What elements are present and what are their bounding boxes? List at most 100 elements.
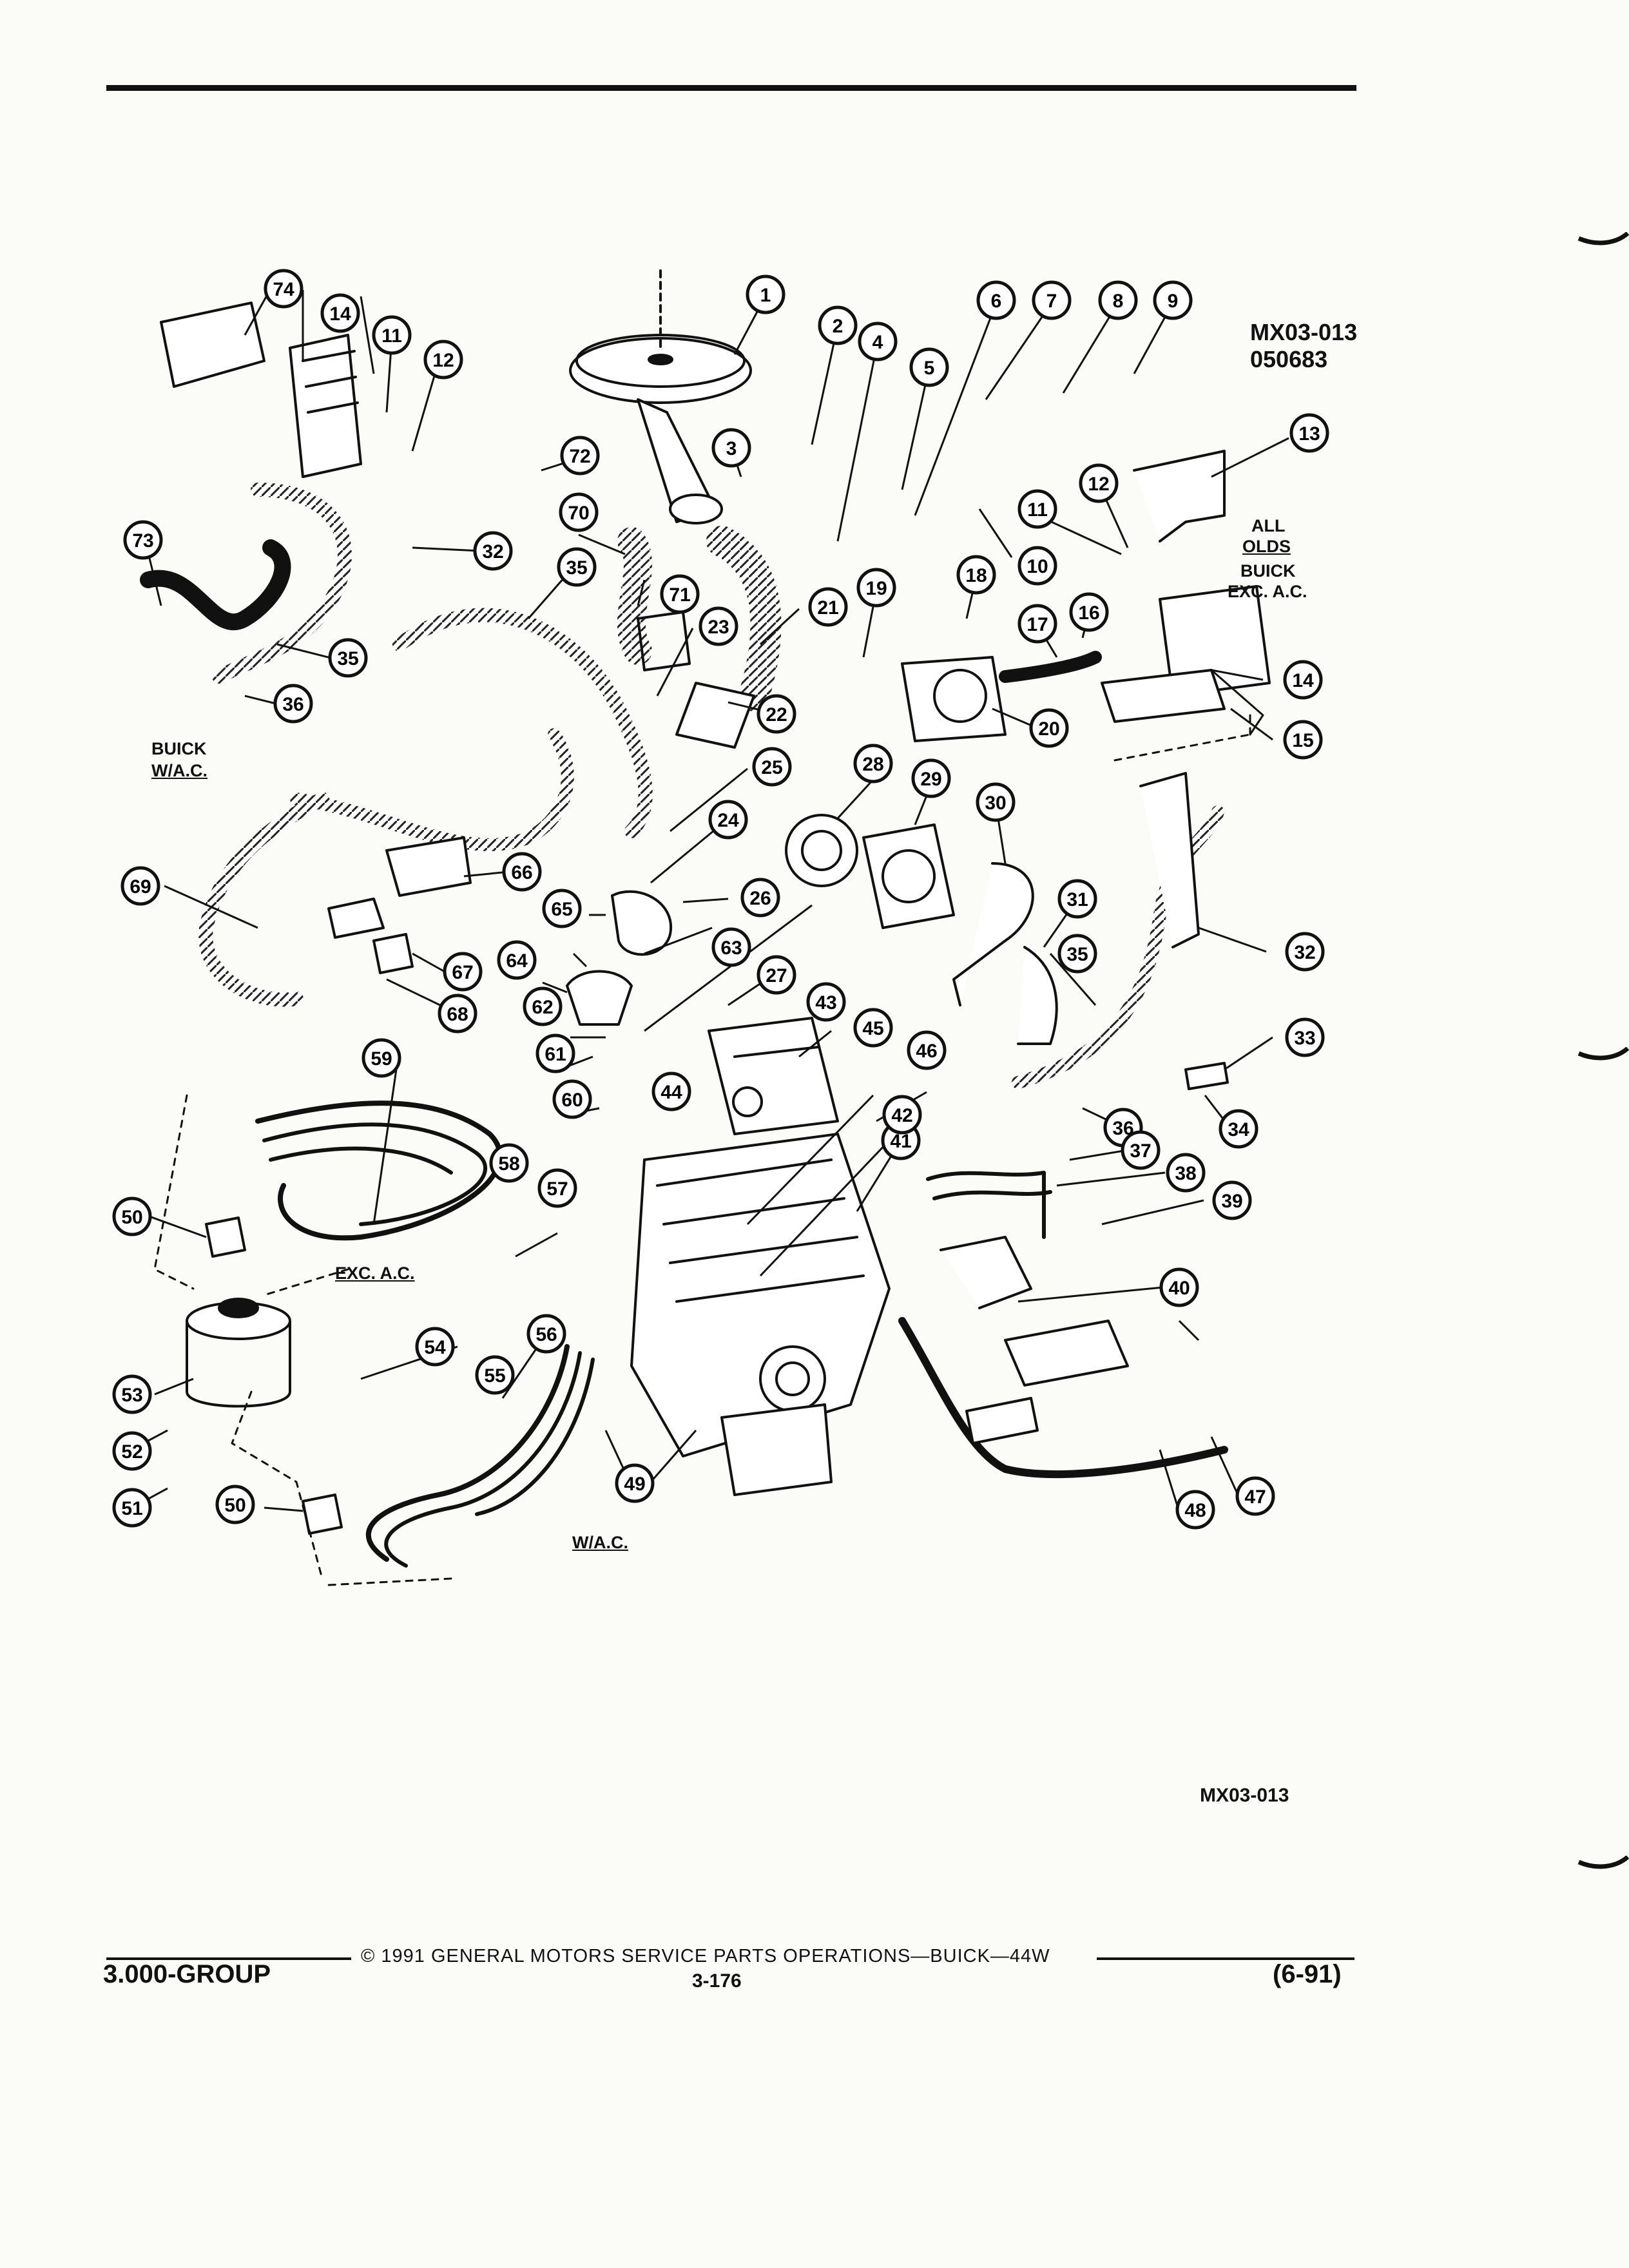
callout-30: 30 <box>976 782 1016 822</box>
svg-text:29: 29 <box>920 769 941 790</box>
egr-64 <box>566 970 633 1026</box>
bracket-40 <box>940 1236 1032 1309</box>
callout-8: 8 <box>1098 280 1138 320</box>
callout-18: 18 <box>956 555 996 595</box>
svg-text:66: 66 <box>511 862 532 883</box>
svg-text:32: 32 <box>482 541 503 562</box>
callout-24: 24 <box>708 800 748 840</box>
binder-tick-top <box>1577 232 1629 245</box>
callout-60: 60 <box>552 1079 592 1119</box>
callout-50a: 50 <box>112 1196 152 1236</box>
ecm-drawing <box>160 302 362 478</box>
top-rule <box>106 85 1356 91</box>
svg-text:33: 33 <box>1294 1028 1315 1049</box>
svg-text:39: 39 <box>1221 1191 1242 1212</box>
air-cleaner-drawing <box>569 269 752 524</box>
solenoid-50b <box>302 1494 343 1535</box>
line-38 <box>926 1171 1046 1239</box>
callout-48: 48 <box>1175 1490 1215 1530</box>
svg-text:60: 60 <box>561 1090 583 1111</box>
bracket-15 <box>1101 669 1226 723</box>
svg-text:73: 73 <box>132 530 153 552</box>
bracket-13 <box>1133 450 1226 543</box>
svg-text:74: 74 <box>273 279 294 300</box>
svg-text:22: 22 <box>766 704 787 726</box>
svg-text:18: 18 <box>965 565 987 586</box>
svg-text:27: 27 <box>766 965 787 986</box>
module-14-right <box>1159 585 1271 697</box>
footer-group: 3.000-GROUP <box>103 1960 271 1988</box>
svg-text:35: 35 <box>566 557 587 579</box>
callout-17: 17 <box>1017 604 1057 644</box>
callout-9: 9 <box>1153 280 1193 320</box>
harness-right <box>1012 805 1224 1089</box>
callout-23: 23 <box>699 606 738 646</box>
svg-text:14: 14 <box>329 303 351 325</box>
svg-text:35: 35 <box>1066 944 1088 965</box>
svg-text:15: 15 <box>1292 730 1313 751</box>
callout-21: 21 <box>808 587 848 627</box>
callout-5: 5 <box>909 347 949 387</box>
svg-text:54: 54 <box>424 1337 446 1358</box>
svg-text:19: 19 <box>865 578 887 599</box>
callout-35: 35 <box>557 547 597 587</box>
footer-credit: © 1991 GENERAL MOTORS SERVICE PARTS OPER… <box>361 1946 1050 1966</box>
callout-35-left: 35 <box>328 638 368 678</box>
heat-stove-22 <box>675 682 755 749</box>
callout-15: 15 <box>1283 720 1323 760</box>
callout-28: 28 <box>853 744 893 783</box>
callout-2: 2 <box>818 305 858 345</box>
svg-text:59: 59 <box>371 1048 392 1070</box>
svg-text:12: 12 <box>1088 474 1109 495</box>
callout-44: 44 <box>651 1072 691 1111</box>
callout-37: 37 <box>1121 1130 1161 1170</box>
harness-wide <box>290 728 574 852</box>
svg-text:24: 24 <box>717 810 739 831</box>
pipe-73 <box>140 539 291 631</box>
callout-31: 31 <box>1057 879 1097 919</box>
svg-text:44: 44 <box>660 1082 682 1103</box>
svg-text:51: 51 <box>121 1498 142 1519</box>
callout-12-left: 12 <box>423 340 463 380</box>
svg-text:11: 11 <box>381 325 402 347</box>
svg-text:4: 4 <box>872 332 883 353</box>
diagram-date-code: 050683 <box>1250 346 1328 372</box>
svg-text:7: 7 <box>1046 291 1057 312</box>
svg-text:71: 71 <box>669 584 690 606</box>
svg-text:38: 38 <box>1175 1163 1196 1184</box>
callout-43: 43 <box>806 982 846 1022</box>
note-buick-wac-1: BUICK <box>151 739 207 758</box>
callout-68: 68 <box>438 994 477 1033</box>
callout-11: 11 <box>1017 489 1057 529</box>
callout-55: 55 <box>475 1355 515 1395</box>
svg-text:10: 10 <box>1027 556 1048 577</box>
callout-72: 72 <box>560 436 600 476</box>
callout-14-left: 14 <box>320 293 360 333</box>
svg-text:13: 13 <box>1298 423 1320 445</box>
callout-46: 46 <box>907 1030 947 1070</box>
note-buick: BUICK <box>1240 561 1296 581</box>
callout-62: 62 <box>523 986 563 1026</box>
callout-67: 67 <box>443 952 483 992</box>
svg-text:69: 69 <box>130 876 151 898</box>
svg-text:41: 41 <box>890 1131 911 1152</box>
svg-text:2: 2 <box>833 316 843 337</box>
callout-39: 39 <box>1212 1180 1252 1220</box>
callout-35-right: 35 <box>1057 934 1097 974</box>
svg-text:56: 56 <box>535 1324 557 1345</box>
svg-text:1: 1 <box>760 285 771 306</box>
svg-text:57: 57 <box>546 1178 568 1200</box>
svg-text:61: 61 <box>545 1044 566 1065</box>
svg-text:43: 43 <box>815 992 836 1014</box>
callout-40: 40 <box>1159 1267 1199 1307</box>
note-wac-lower: W/A.C. <box>572 1533 628 1552</box>
callout-54: 54 <box>415 1327 455 1367</box>
engine-block <box>630 1133 891 1496</box>
callout-16: 16 <box>1069 592 1109 632</box>
svg-text:47: 47 <box>1244 1486 1266 1508</box>
svg-text:16: 16 <box>1078 602 1099 624</box>
binder-tick-middle <box>1577 1047 1629 1061</box>
carburetor-43 <box>708 1017 839 1135</box>
callout-36-left: 36 <box>273 684 313 724</box>
